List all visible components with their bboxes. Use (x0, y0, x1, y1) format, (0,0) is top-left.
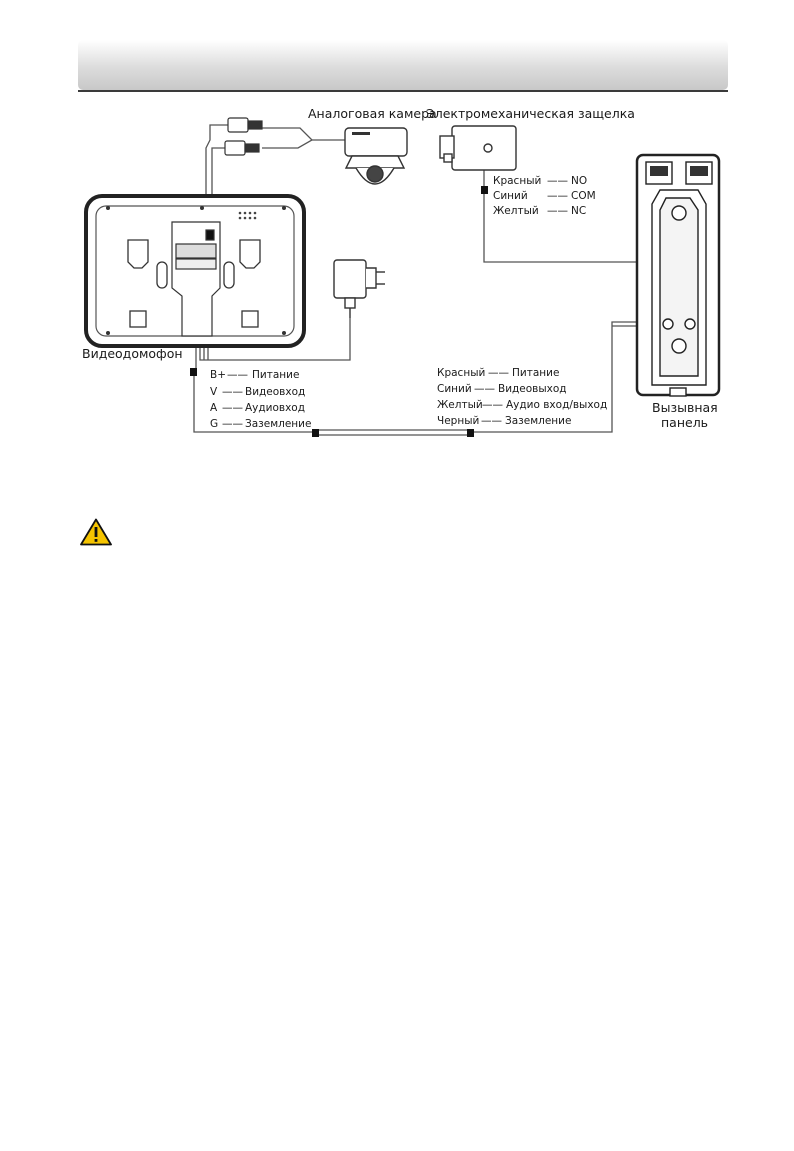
pin-signal-label: Видеовход (245, 386, 305, 398)
wire-signal-label: Заземление (505, 415, 571, 427)
bus-cable-left (193, 370, 314, 433)
wire-dash: —— (222, 386, 243, 398)
wire-markers (190, 186, 488, 437)
wire-signal-label: NC (571, 205, 586, 217)
lock-wiring-legend: Красный —— NO Синий —— COM Желтый —— NC (493, 175, 596, 217)
wire-dash: —— (547, 205, 568, 217)
wire-dash: —— (222, 418, 243, 430)
dome-camera-icon (344, 127, 408, 185)
wire-dash: —— (474, 383, 495, 395)
camera-cable (262, 127, 314, 149)
door-station-label-line1: Вызывная (652, 400, 718, 415)
pin-label: V (210, 386, 218, 398)
wire-dash: —— (482, 399, 503, 411)
header-rule (78, 90, 728, 92)
wire-dash: —— (547, 175, 568, 187)
power-adapter-icon (333, 259, 385, 318)
page-header-bar (78, 40, 728, 90)
wire-signal-label: Видеовыход (498, 383, 567, 395)
wire-dash: —— (488, 367, 509, 379)
wire-color-label: Желтый (437, 399, 483, 411)
wire-marker (190, 368, 197, 376)
wire-color-label: Синий (493, 190, 528, 202)
pin-label: B+ (210, 369, 226, 381)
wire-signal-label: COM (571, 190, 596, 202)
wire-dash: —— (547, 190, 568, 202)
camera-label: Аналоговая камера (308, 106, 437, 121)
pin-signal-label: Аудиовход (245, 402, 305, 414)
door-station-wiring-legend: Красный —— Питание Синий —— Видеовыход Ж… (437, 367, 607, 427)
wire-dash: —— (481, 415, 502, 427)
monitor-wiring-legend: B+ —— Питание V —— Видеовход A —— Аудиов… (210, 369, 311, 430)
wire-signal-label: NO (571, 175, 587, 187)
wire-color-label: Черный (437, 415, 479, 427)
pin-signal-label: Питание (252, 369, 299, 381)
monitor-label: Видеодомофон (82, 346, 183, 361)
pin-label: G (210, 418, 218, 430)
wire-dash: —— (227, 369, 248, 381)
wire-color-label: Синий (437, 383, 472, 395)
electric-lock-icon (439, 125, 517, 171)
pin-label: A (210, 402, 218, 414)
bnc-connector (224, 117, 263, 156)
wire-marker (467, 429, 474, 437)
pin-signal-label: Заземление (245, 418, 311, 430)
wire-dash: —— (222, 402, 243, 414)
door-station (635, 153, 721, 397)
wire-signal-label: Аудио вход/выход (506, 399, 607, 411)
wire-color-label: Красный (493, 175, 541, 187)
wire-color-label: Красный (437, 367, 485, 379)
camera-video-wire (205, 124, 228, 260)
wire-marker (481, 186, 488, 194)
wire-marker (312, 429, 319, 437)
lock-label: Электромеханическая защелка (426, 106, 635, 121)
wire-signal-label: Питание (512, 367, 559, 379)
wire-color-label: Желтый (493, 205, 539, 217)
door-station-label-line2: панель (661, 415, 708, 430)
warning-icon (80, 518, 112, 546)
indoor-monitor (84, 194, 306, 348)
